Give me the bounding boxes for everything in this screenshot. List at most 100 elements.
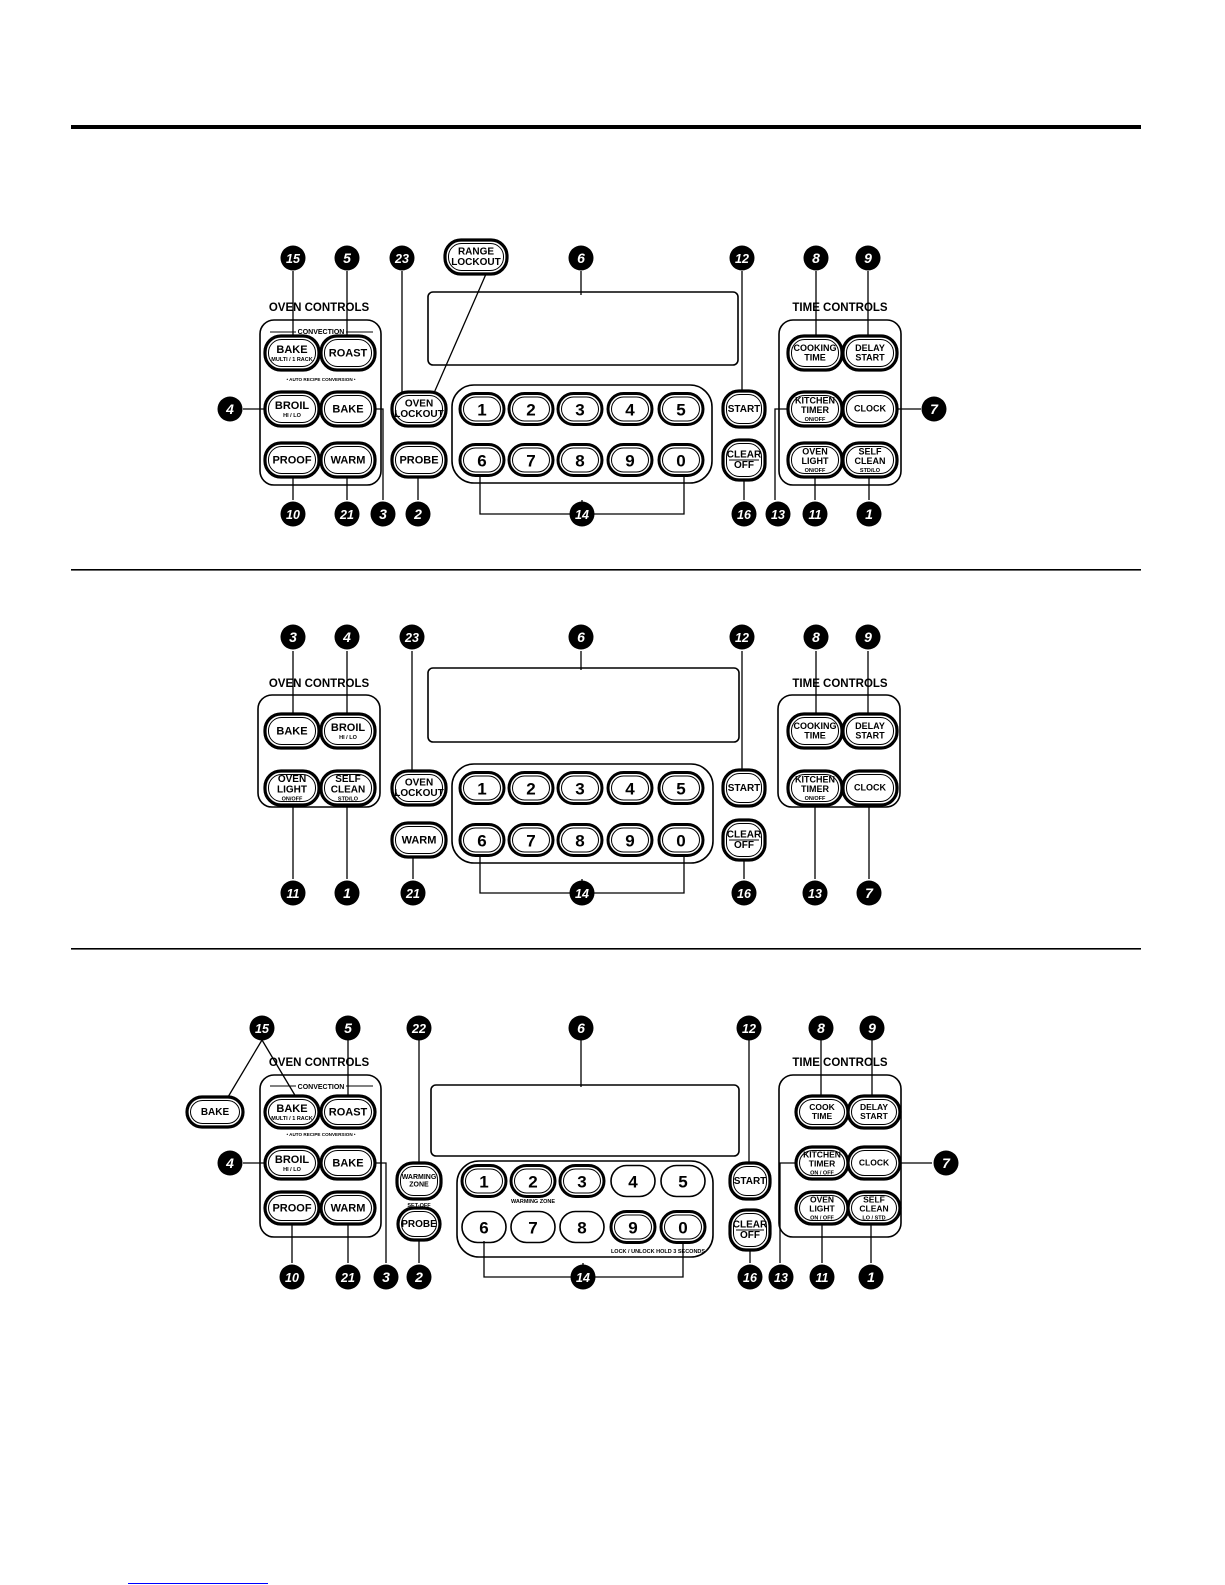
callout-badge bbox=[856, 501, 882, 527]
key-outline bbox=[556, 392, 604, 426]
keypad-key-4[interactable]: 4 bbox=[606, 392, 654, 426]
callout-number: 12 bbox=[735, 252, 749, 266]
proof-button[interactable]: PROOF bbox=[263, 1190, 321, 1226]
start-button[interactable]: START bbox=[728, 1161, 772, 1201]
warm-button[interactable]: WARM bbox=[319, 441, 377, 479]
keypad-key-7[interactable]: 7 bbox=[510, 1210, 556, 1244]
keypad-key-4[interactable]: 4 bbox=[610, 1164, 656, 1198]
key-label: 1 bbox=[477, 401, 486, 420]
clock-button[interactable]: CLOCK bbox=[846, 1145, 902, 1181]
start-button[interactable]: START bbox=[721, 389, 767, 429]
button-sublabel: HI / LO bbox=[283, 413, 301, 419]
keypad-key-3[interactable]: 3 bbox=[558, 1164, 606, 1198]
keypad-key-9[interactable]: 9 bbox=[609, 1210, 657, 1244]
bake-button[interactable]: BAKE bbox=[319, 390, 377, 428]
convection-roast-button[interactable]: ROAST bbox=[319, 1094, 377, 1130]
keypad-key-4[interactable]: 4 bbox=[606, 771, 654, 805]
keypad-key-9[interactable]: 9 bbox=[606, 443, 654, 477]
callout-number: 10 bbox=[286, 508, 300, 522]
display-window bbox=[427, 667, 740, 743]
keypad-key-7[interactable]: 7 bbox=[507, 823, 555, 857]
clock-button[interactable]: CLOCK bbox=[841, 390, 899, 428]
keypad-key-1[interactable]: 1 bbox=[458, 392, 506, 426]
keypad-key-6[interactable]: 6 bbox=[458, 443, 506, 477]
callout-badge bbox=[802, 501, 828, 527]
bake-button[interactable]: BAKE bbox=[263, 712, 321, 750]
keypad-key-5[interactable]: 5 bbox=[660, 1164, 706, 1198]
keypad-key-0[interactable]: 0 bbox=[657, 443, 705, 477]
keypad-key-0[interactable]: 0 bbox=[659, 1210, 707, 1244]
keypad-key-1[interactable]: 1 bbox=[460, 1164, 508, 1198]
start-button[interactable]: START bbox=[721, 768, 767, 808]
convection-roast-button[interactable]: ROAST bbox=[319, 334, 377, 372]
proof-button[interactable]: PROOF bbox=[263, 441, 321, 479]
keypad-key-7[interactable]: 7 bbox=[507, 443, 555, 477]
outside-bake-button[interactable]: BAKE bbox=[185, 1095, 245, 1129]
keypad-key-8[interactable]: 8 bbox=[556, 823, 604, 857]
callout-number: 1 bbox=[343, 885, 351, 901]
warm-button[interactable]: WARM bbox=[390, 821, 448, 859]
keypad-key-8[interactable]: 8 bbox=[559, 1210, 605, 1244]
probe-button[interactable]: PROBE bbox=[390, 441, 448, 479]
callout-2: 2 bbox=[406, 1264, 432, 1290]
bake-button[interactable]: BAKE bbox=[319, 1145, 377, 1181]
key-inner-outline bbox=[512, 775, 550, 801]
button-label: WARM bbox=[402, 834, 437, 846]
keypad-key-6[interactable]: 6 bbox=[461, 1210, 507, 1244]
keypad-key-9[interactable]: 9 bbox=[606, 823, 654, 857]
callout-12: 12 bbox=[729, 624, 755, 650]
clock-button[interactable]: CLOCK bbox=[841, 769, 899, 807]
key-outline bbox=[606, 392, 654, 426]
callout-number: 9 bbox=[864, 629, 872, 645]
callout-4: 4 bbox=[334, 624, 360, 650]
keypad-key-5[interactable]: 5 bbox=[657, 392, 705, 426]
keypad-key-1[interactable]: 1 bbox=[458, 771, 506, 805]
key-inner-outline bbox=[662, 827, 700, 853]
keypad-key-2[interactable]: 2 bbox=[507, 392, 555, 426]
callout-14: 14 bbox=[569, 501, 595, 527]
keypad-key-3[interactable]: 3 bbox=[556, 771, 604, 805]
key-label: 9 bbox=[625, 452, 634, 471]
keypad-key-2[interactable]: 2 bbox=[507, 771, 555, 805]
display-window bbox=[430, 1084, 740, 1157]
callout-8: 8 bbox=[808, 1015, 834, 1041]
keypad-key-3[interactable]: 3 bbox=[556, 392, 604, 426]
callout-badge bbox=[809, 1264, 835, 1290]
keypad-key-5[interactable]: 5 bbox=[657, 771, 705, 805]
probe-button[interactable]: PROBE bbox=[396, 1206, 442, 1242]
keypad-key-8[interactable]: 8 bbox=[556, 443, 604, 477]
keypad-key-6[interactable]: 6 bbox=[458, 823, 506, 857]
keypad-key-0[interactable]: 0 bbox=[657, 823, 705, 857]
warm-button[interactable]: WARM bbox=[319, 1190, 377, 1226]
keypad-key-2[interactable]: 2 bbox=[509, 1164, 557, 1198]
